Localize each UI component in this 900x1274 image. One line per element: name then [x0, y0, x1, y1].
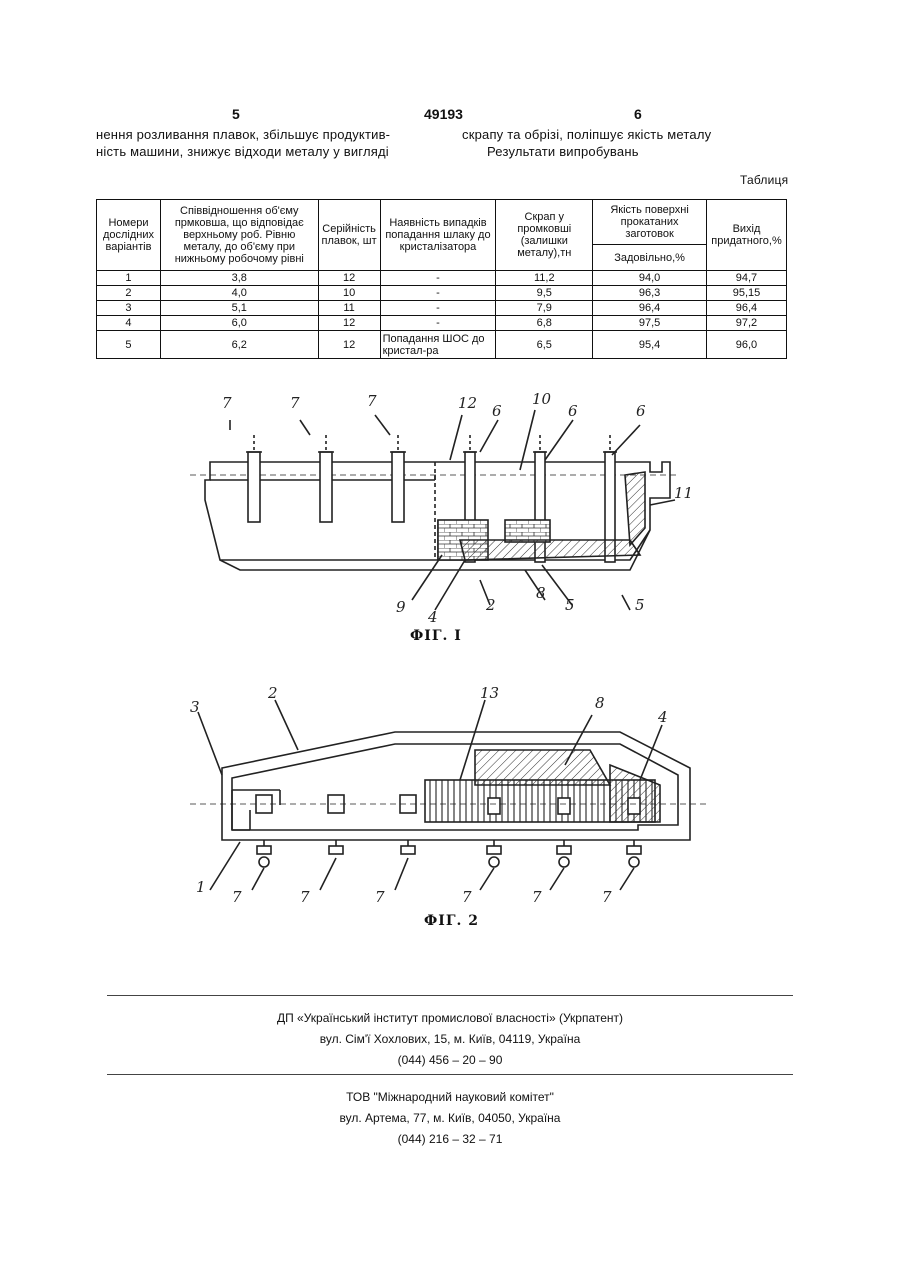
fig2-label: 7	[602, 888, 612, 905]
fig1-label: 7	[290, 394, 300, 412]
cell-yield: 94,7	[706, 271, 786, 286]
header-heats: Серійність плавок, шт	[318, 200, 380, 271]
cell-slag: -	[380, 271, 496, 286]
fig2-label: 2	[267, 684, 278, 702]
results-table: Номери дослідних варіантів Співвідношенн…	[96, 199, 787, 359]
cell-heats: 12	[318, 331, 380, 359]
cell-ratio: 3,8	[160, 271, 318, 286]
figure-2-drawing: 2 3 13 8 4 1 7 7 7 7 7 7	[170, 680, 730, 905]
cell-variant: 5	[97, 331, 161, 359]
figure-1-drawing: 7 7 7 12 6 10 6 6 11 9 4 2 8 5 5	[180, 380, 700, 630]
fig2-label: 7	[375, 888, 385, 905]
cell-ratio: 6,2	[160, 331, 318, 359]
figure-1-caption: ФІГ. І	[410, 628, 462, 644]
fig2-label: 8	[595, 694, 605, 712]
header-volume-ratio: Співвідношення об'єму прмковша, що відпо…	[160, 200, 318, 271]
fig1-label: 6	[492, 402, 502, 420]
footer-address-1: вул. Сім'ї Хохлових, 15, м. Київ, 04119,…	[0, 1032, 900, 1046]
cell-variant: 2	[97, 286, 161, 301]
cell-scrap: 9,5	[496, 286, 593, 301]
table-row: 4 6,0 12 - 6,8 97,5 97,2	[97, 316, 787, 331]
cell-quality: 96,3	[593, 286, 707, 301]
cell-slag: -	[380, 301, 496, 316]
table-row: 2 4,0 10 - 9,5 96,3 95,15	[97, 286, 787, 301]
footer-org-1: ДП «Український інститут промислової вла…	[0, 1011, 900, 1025]
table-row: 1 3,8 12 - 11,2 94,0 94,7	[97, 271, 787, 286]
footer-divider-top	[107, 995, 793, 996]
cell-heats: 12	[318, 271, 380, 286]
footer-divider-middle	[107, 1074, 793, 1075]
fig1-label: 5	[565, 596, 575, 614]
fig1-label: 2	[485, 596, 496, 614]
cell-variant: 1	[97, 271, 161, 286]
figure-2-caption: ФІГ. 2	[424, 913, 479, 929]
fig1-label: 9	[396, 598, 406, 616]
page-number-right: 6	[634, 106, 642, 122]
fig2-label: 3	[190, 698, 200, 716]
cell-scrap: 6,8	[496, 316, 593, 331]
fig1-label: 6	[568, 402, 578, 420]
cell-yield: 96,0	[706, 331, 786, 359]
fig1-label: 11	[674, 484, 693, 502]
fig1-label: 7	[367, 392, 377, 410]
cell-variant: 4	[97, 316, 161, 331]
cell-scrap: 6,5	[496, 331, 593, 359]
footer-phone-1: (044) 456 – 20 – 90	[0, 1053, 900, 1067]
cell-slag: Попадання ШОС до кристал-ра	[380, 331, 496, 359]
cell-ratio: 4,0	[160, 286, 318, 301]
fig1-label: 12	[458, 394, 477, 412]
fig2-label: 7	[300, 888, 310, 905]
footer-org-2: ТОВ "Міжнародний науковий комітет"	[0, 1090, 900, 1104]
fig2-label: 7	[462, 888, 472, 905]
table-row: 3 5,1 11 - 7,9 96,4 96,4	[97, 301, 787, 316]
cell-slag: -	[380, 286, 496, 301]
cell-yield: 96,4	[706, 301, 786, 316]
header-variant: Номери дослідних варіантів	[97, 200, 161, 271]
page-number-left: 5	[232, 106, 240, 122]
fig1-label: 10	[532, 390, 552, 408]
cell-quality: 97,5	[593, 316, 707, 331]
cell-heats: 11	[318, 301, 380, 316]
table-label: Таблиця	[740, 173, 788, 187]
cell-scrap: 11,2	[496, 271, 593, 286]
cell-quality: 95,4	[593, 331, 707, 359]
fig1-label: 7	[222, 394, 232, 412]
cell-variant: 3	[97, 301, 161, 316]
cell-ratio: 5,1	[160, 301, 318, 316]
fig2-label: 4	[657, 708, 668, 726]
cell-ratio: 6,0	[160, 316, 318, 331]
cell-quality: 96,4	[593, 301, 707, 316]
fig1-label: 6	[636, 402, 646, 420]
left-col-line-2: ність машини, знижує відходи металу у ви…	[96, 144, 389, 159]
fig1-label: 5	[635, 596, 645, 614]
cell-heats: 12	[318, 316, 380, 331]
header-surface-quality: Якість поверхні прокатаних заготовок	[593, 200, 707, 245]
fig1-label: 8	[536, 584, 546, 602]
fig2-label: 13	[480, 684, 499, 702]
fig2-label: 7	[532, 888, 542, 905]
right-col-line-2: Результати випробувань	[487, 144, 639, 159]
footer-phone-2: (044) 216 – 32 – 71	[0, 1132, 900, 1146]
left-col-line-1: нення розливання плавок, збільшує продук…	[96, 127, 390, 142]
header-yield: Вихід придатного,%	[706, 200, 786, 271]
cell-scrap: 7,9	[496, 301, 593, 316]
cell-quality: 94,0	[593, 271, 707, 286]
header-scrap: Скрап у промковші (залишки металу),тн	[496, 200, 593, 271]
footer-address-2: вул. Артема, 77, м. Київ, 04050, Україна	[0, 1111, 900, 1125]
fig2-label: 1	[196, 878, 206, 896]
cell-yield: 95,15	[706, 286, 786, 301]
cell-yield: 97,2	[706, 316, 786, 331]
header-slag: Наявність випадків попадання шлаку до кр…	[380, 200, 496, 271]
table-row: 5 6,2 12 Попадання ШОС до кристал-ра 6,5…	[97, 331, 787, 359]
cell-heats: 10	[318, 286, 380, 301]
fig1-label: 4	[427, 608, 438, 626]
cell-slag: -	[380, 316, 496, 331]
right-col-line-1: скрапу та обрізі, поліпшує якість металу	[462, 127, 711, 142]
fig2-label: 7	[232, 888, 242, 905]
header-satisfactory: Задовільно,%	[593, 245, 707, 271]
patent-number: 49193	[424, 106, 463, 122]
